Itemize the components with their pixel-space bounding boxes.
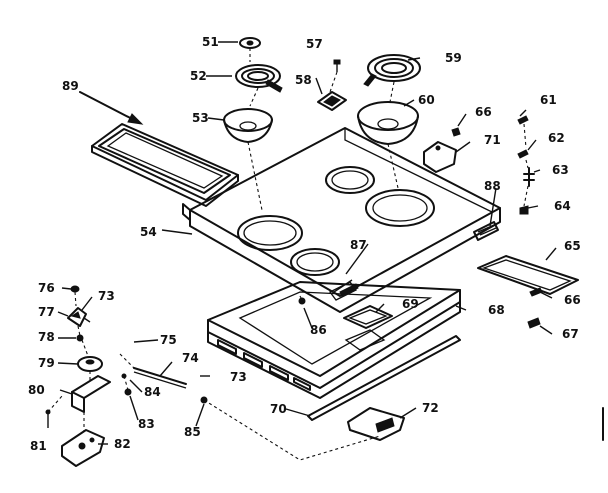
callout-54: 54 — [140, 225, 157, 239]
callout-78: 78 — [38, 330, 55, 344]
callout-79: 79 — [38, 356, 55, 370]
callout-75: 75 — [160, 333, 177, 347]
part-54-cooktop — [182, 127, 501, 313]
assembly-lines — [47, 48, 529, 461]
callout-64: 64 — [554, 199, 571, 213]
part-65-shield — [477, 255, 579, 295]
callout-87: 87 — [350, 238, 367, 252]
part-72-bracket — [347, 407, 405, 441]
callout-58: 58 — [295, 73, 312, 87]
part-60-drip-bowl — [357, 101, 419, 145]
leader-lines — [57, 41, 557, 445]
callout-83: 83 — [138, 417, 155, 431]
callout-labels: 51 52 53 54 57 58 59 60 61 62 63 64 65 6… — [28, 35, 581, 453]
part-53-drip-bowl — [223, 108, 273, 143]
callout-84: 84 — [144, 385, 161, 399]
callout-80: 80 — [28, 383, 45, 397]
callout-57: 57 — [306, 37, 323, 51]
part-63-spring — [523, 167, 535, 187]
callout-61: 61 — [540, 93, 557, 107]
part-81-screw — [45, 409, 51, 428]
callout-60: 60 — [418, 93, 435, 107]
part-51-burner-cap — [239, 37, 261, 49]
part-71-bracket — [423, 141, 457, 173]
callout-68: 68 — [488, 303, 505, 317]
callout-63: 63 — [552, 163, 569, 177]
part-86-screw — [298, 297, 306, 305]
callout-62: 62 — [548, 131, 565, 145]
callout-88: 88 — [484, 179, 501, 193]
part-89-griddle-tray — [91, 123, 239, 207]
callout-73-left: 73 — [98, 289, 115, 303]
part-59-burner-coil — [363, 54, 421, 87]
part-80-mount — [71, 375, 111, 413]
part-88-terminal — [473, 221, 499, 241]
part-78-screw — [76, 334, 84, 342]
callout-69: 69 — [402, 297, 419, 311]
callout-77: 77 — [38, 305, 55, 319]
callout-53: 53 — [192, 111, 209, 125]
part-64-screw — [519, 205, 529, 215]
part-52-burner-coil — [235, 64, 283, 93]
part-62-clip — [517, 149, 529, 159]
part-69-burner — [343, 305, 393, 329]
callout-66-upper: 66 — [475, 105, 492, 119]
callout-82: 82 — [114, 437, 131, 451]
callout-86: 86 — [310, 323, 327, 337]
callout-71: 71 — [484, 133, 501, 147]
part-79-knob — [77, 356, 103, 372]
part-66-screw-lower — [529, 287, 543, 297]
callout-85: 85 — [184, 425, 201, 439]
part-68-burner-box — [207, 281, 461, 399]
part-82-bracket — [61, 429, 105, 467]
callout-74: 74 — [182, 351, 199, 365]
part-76-nut — [70, 285, 80, 293]
callout-59: 59 — [445, 51, 462, 65]
callout-73-mid: 73 — [230, 370, 247, 384]
callout-67: 67 — [562, 327, 579, 341]
part-61-screw — [517, 115, 529, 125]
callout-81: 81 — [30, 439, 47, 453]
part-67-screw — [527, 317, 541, 329]
callout-89: 89 — [62, 79, 79, 93]
callout-52: 52 — [190, 69, 207, 83]
callout-51: 51 — [202, 35, 219, 49]
part-77-switch — [67, 307, 87, 327]
part-57-screw — [333, 59, 341, 72]
callout-65: 65 — [564, 239, 581, 253]
part-66-screw-upper — [451, 127, 461, 137]
callout-76: 76 — [38, 281, 55, 295]
callout-66-lower: 66 — [564, 293, 581, 307]
part-58-terminal-block — [317, 91, 347, 111]
callout-72: 72 — [422, 401, 439, 415]
part-70-rail — [307, 335, 461, 421]
callout-70: 70 — [270, 402, 287, 416]
